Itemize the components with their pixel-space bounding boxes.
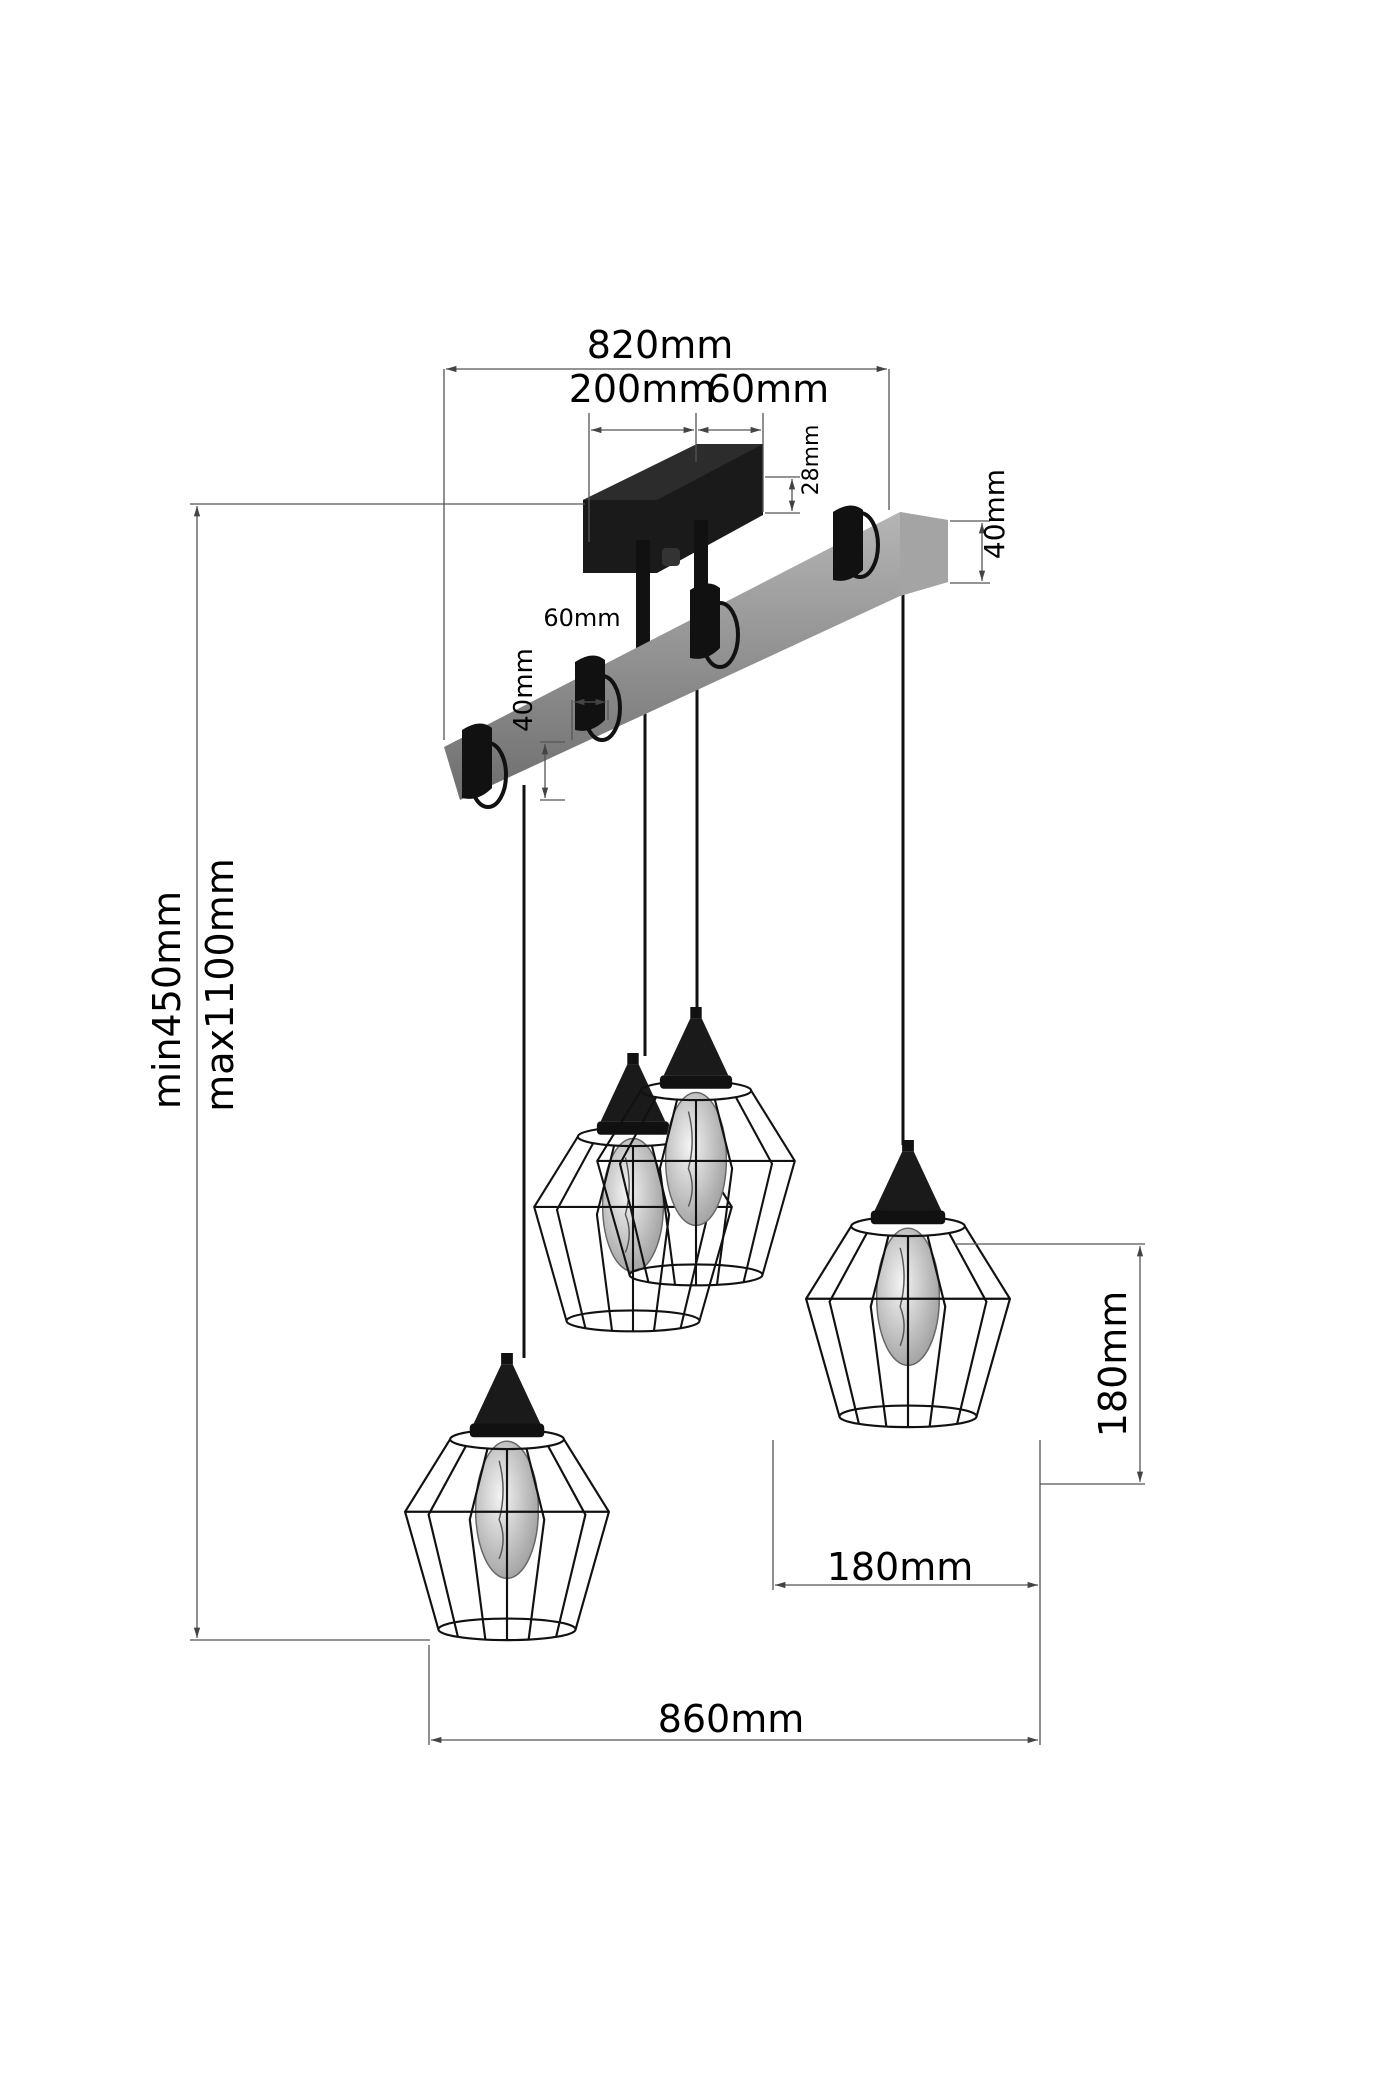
label-60-beam: 60mm bbox=[543, 604, 620, 632]
ceiling-plate bbox=[583, 444, 763, 685]
label-40-right: 40mm bbox=[978, 469, 1011, 559]
label-28: 28mm bbox=[799, 425, 824, 496]
label-40-left: 40mm bbox=[509, 648, 539, 732]
label-820: 820mm bbox=[587, 323, 734, 367]
label-max-height: max1100mm bbox=[198, 858, 242, 1112]
dimension-lines bbox=[190, 365, 1145, 1745]
label-860: 860mm bbox=[658, 1697, 805, 1741]
label-200: 200mm bbox=[569, 367, 716, 411]
pendant-shade-1 bbox=[404, 1351, 610, 1642]
label-60-plate: 60mm bbox=[707, 367, 829, 411]
label-min-height: min450mm bbox=[145, 891, 189, 1109]
label-180-vertical: 180mm bbox=[1091, 1291, 1135, 1438]
label-180-horizontal: 180mm bbox=[827, 1545, 974, 1589]
wooden-beam bbox=[444, 505, 948, 809]
pendant-shade-4 bbox=[805, 1138, 1011, 1429]
